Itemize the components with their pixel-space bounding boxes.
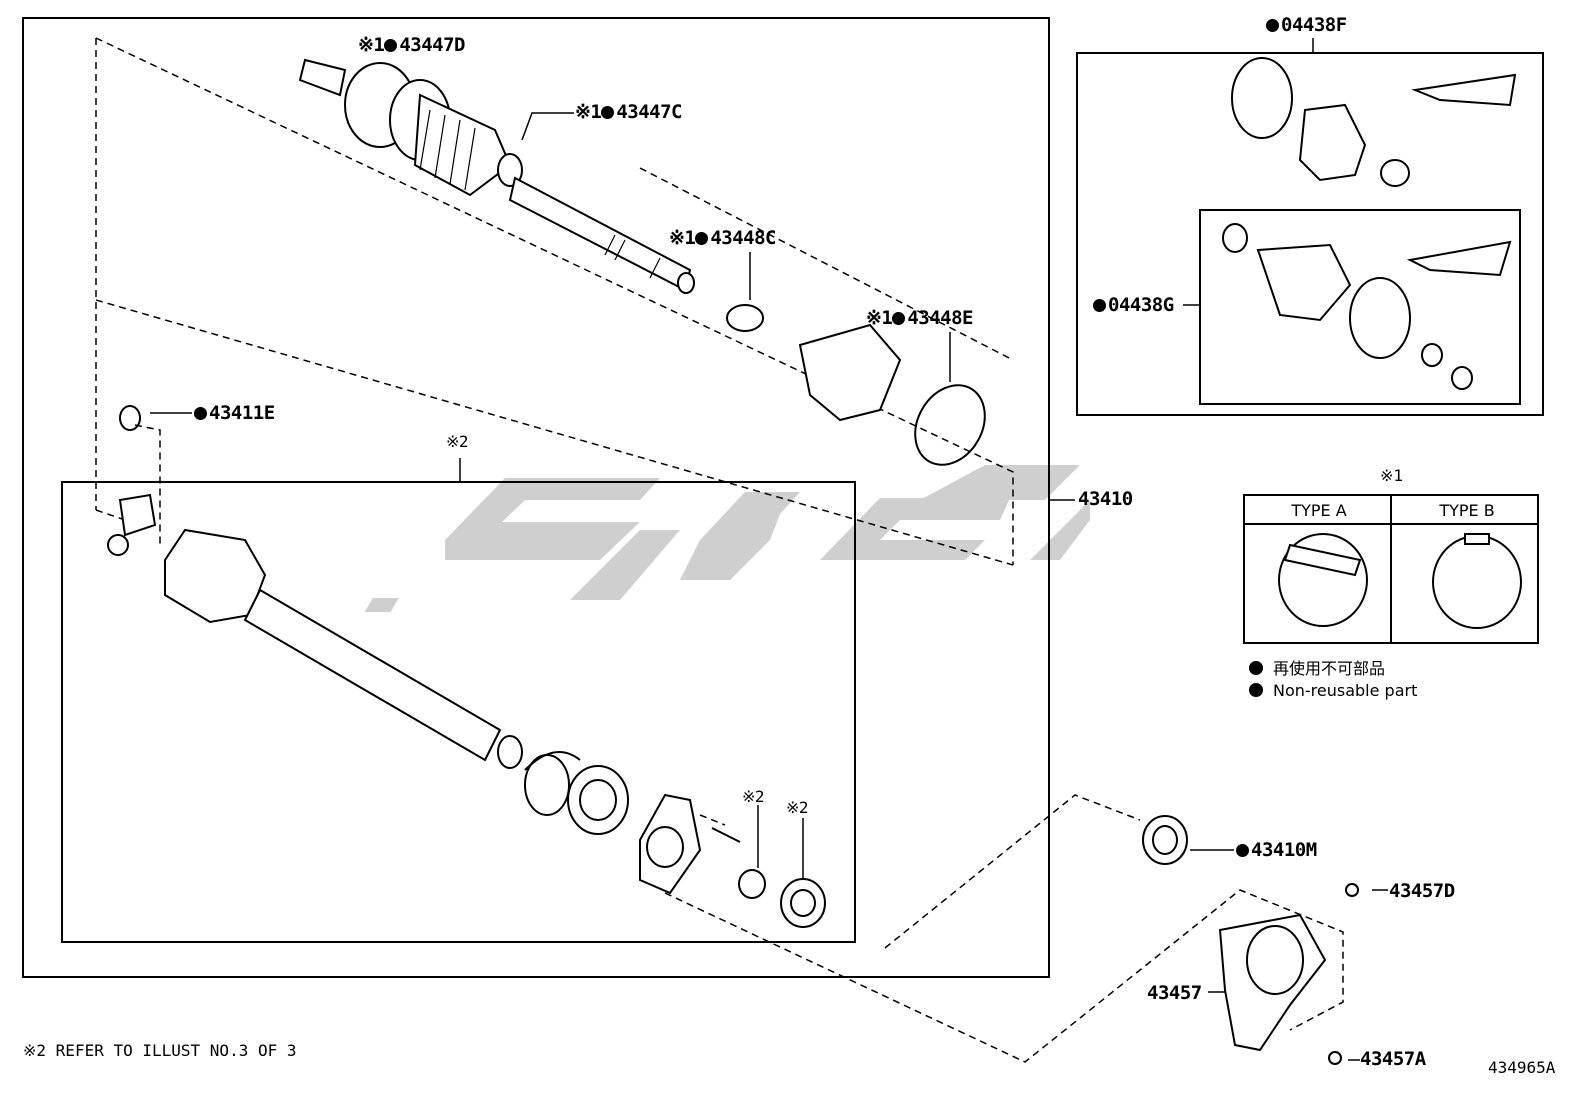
- watermark-logo: [364, 465, 1090, 612]
- sub-frame-ref2: [61, 481, 856, 943]
- part-label-43457[interactable]: 43457: [1147, 982, 1202, 1004]
- diagram-id: 434965A: [1488, 1058, 1556, 1077]
- part-label-43411E[interactable]: 43411E: [194, 404, 275, 423]
- ref2-mark-snap-ring: ※2: [742, 787, 765, 806]
- type-clamp-images: [1243, 494, 1539, 644]
- boot-kit-frame-f: [1076, 52, 1544, 416]
- outboard-shaft: [298, 58, 695, 294]
- footnote: ※2 REFER TO ILLUST NO.3 OF 3: [23, 1041, 297, 1060]
- part-label-04438G[interactable]: 04438G: [1093, 296, 1174, 315]
- type-b-header: TYPE B: [1439, 501, 1495, 520]
- part-label-43457D[interactable]: 43457D: [1389, 880, 1455, 902]
- solid-leaders: [150, 112, 1388, 1061]
- boot-kit-parts: [1222, 57, 1517, 390]
- part-label-43457A[interactable]: 43457A: [1360, 1048, 1426, 1070]
- dashed-leaders: [95, 37, 1344, 1063]
- part-label-04438F[interactable]: 04438F: [1266, 16, 1347, 35]
- part-label-43410[interactable]: 43410: [1078, 488, 1133, 510]
- clamp-type-table: TYPE A TYPE B: [1243, 494, 1539, 644]
- main-frame: [22, 17, 1050, 978]
- boot-kit-frame-g: [1199, 209, 1521, 405]
- part-label-43410M[interactable]: 43410M: [1236, 841, 1317, 860]
- ref2-mark-frame: ※2: [446, 432, 469, 451]
- right-parts: [1142, 815, 1359, 1065]
- ref2-mark-seal: ※2: [786, 798, 809, 817]
- legend-jp: 再使用不可部品: [1249, 655, 1385, 679]
- type-table-title: ※1: [1380, 466, 1404, 485]
- legend-en: Non-reusable part: [1249, 681, 1417, 700]
- boot-clamps: [119, 304, 986, 466]
- inboard-shaft: [107, 493, 826, 928]
- type-a-header: TYPE A: [1291, 501, 1347, 520]
